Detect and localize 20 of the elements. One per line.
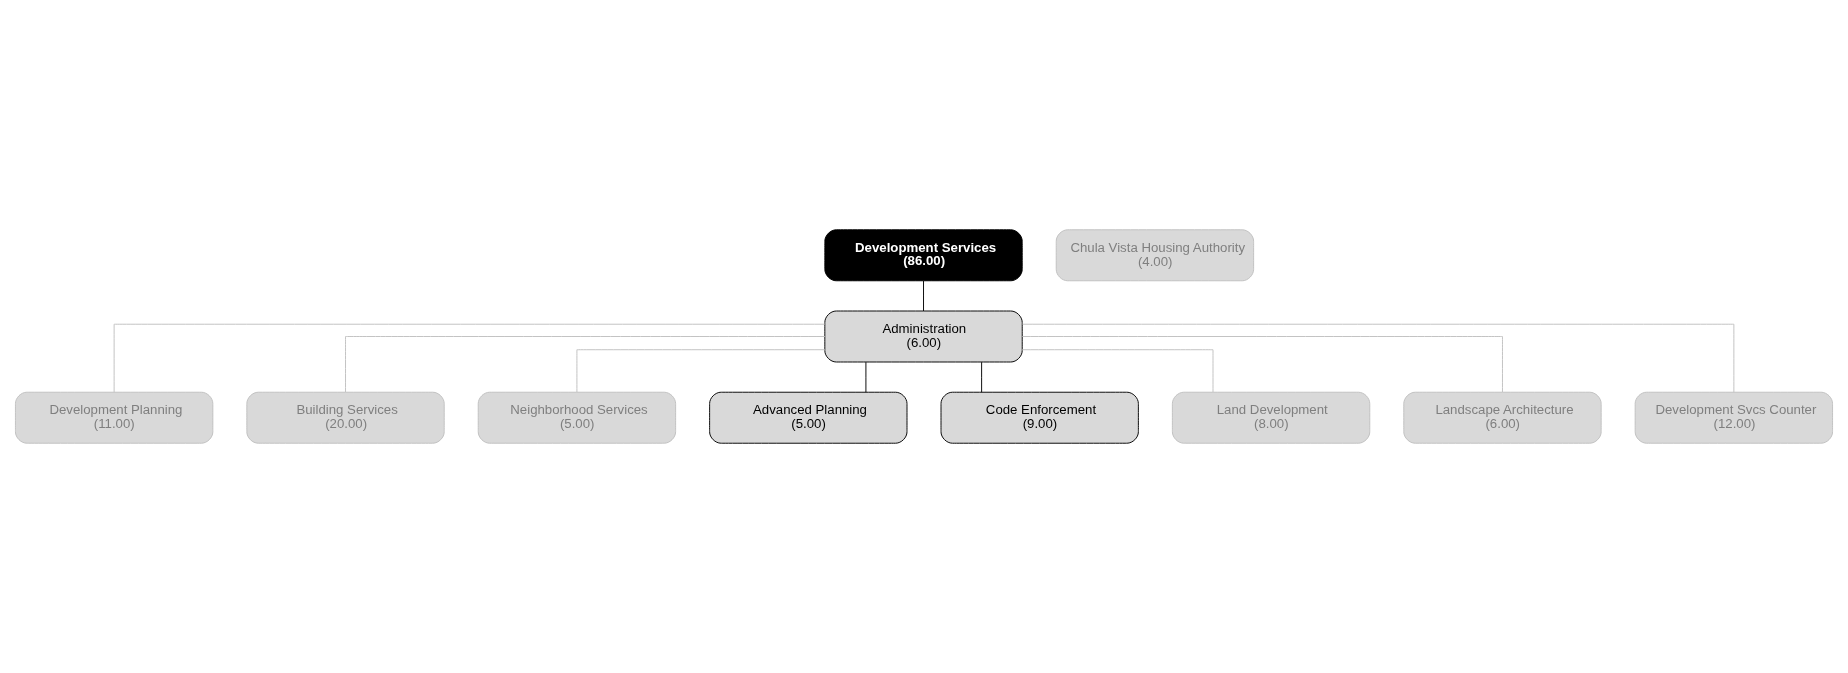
- connector: [1021, 349, 1214, 393]
- connector: [923, 280, 924, 312]
- connector: [113, 323, 826, 393]
- connector: [1021, 336, 1503, 393]
- node-box: Building Services (20.00): [246, 391, 445, 444]
- node-box: Development Svcs Counter (12.00): [1634, 391, 1834, 444]
- connector: [1022, 323, 1735, 393]
- connector: [865, 361, 867, 393]
- node-box: Development Planning (11.00): [14, 391, 214, 444]
- connector: [981, 361, 983, 393]
- node-box: Land Development (8.00): [1171, 391, 1371, 444]
- node-box: Code Enforcement (9.00): [940, 391, 1139, 444]
- node-box: Chula Vista Housing Authority (4.00): [1055, 229, 1255, 282]
- node-box: Administration (6.00): [824, 310, 1023, 363]
- node-box: Neighborhood Services (5.00): [477, 391, 677, 444]
- connector: [576, 349, 826, 393]
- connector: [345, 336, 826, 393]
- node-box: Landscape Architecture (6.00): [1403, 391, 1602, 444]
- node-box: Advanced Planning (5.00): [709, 391, 908, 444]
- node-box: Development Services (86.00): [824, 229, 1023, 282]
